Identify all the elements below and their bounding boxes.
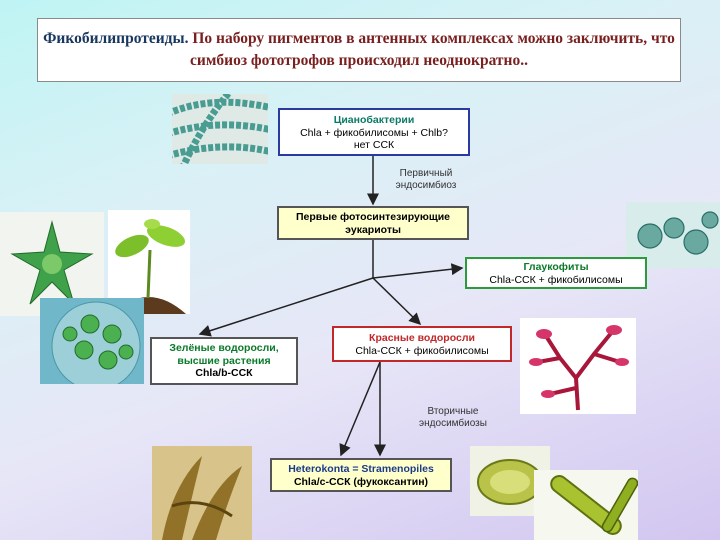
node-green-algae-pigments: Chla/b-ССК <box>152 367 296 380</box>
label-secondary-line1: Вторичные <box>408 406 498 418</box>
node-heterokonta-name: Heterokonta = Stramenopiles <box>272 463 450 476</box>
node-glaucophytes-pigments: Chla-ССК + фикобилисомы <box>467 274 645 287</box>
node-green-algae: Зелёные водоросли, высшие растения Chla/… <box>150 337 298 385</box>
node-heterokonta: Heterokonta = Stramenopiles Chla/c-ССК (… <box>270 458 452 492</box>
node-glaucophytes: Глаукофиты Chla-ССК + фикобилисомы <box>465 257 647 289</box>
label-primary-line1: Первичный <box>386 168 466 180</box>
node-red-algae: Красные водоросли Chla-ССК + фикобилисом… <box>332 326 512 362</box>
label-secondary-endosymbioses: Вторичные эндосимбиозы <box>408 406 498 430</box>
node-first-eukaryotes-line1: Первые фотосинтезирующие <box>279 211 467 224</box>
node-cyanobacteria-name: Цианобактерии <box>280 114 468 127</box>
node-heterokonta-pigments: Chla/c-ССК (фукоксантин) <box>272 476 450 489</box>
node-green-algae-line2: высшие растения <box>152 355 296 368</box>
arrow-red-to-hetero-1 <box>341 362 380 455</box>
label-primary-endosymbiosis: Первичный эндосимбиоз <box>386 168 466 192</box>
node-cyanobacteria: Цианобактерии Chla + фикобилисомы + Chlb… <box>278 108 470 156</box>
label-secondary-line2: эндосимбиозы <box>408 418 498 430</box>
label-primary-line2: эндосимбиоз <box>386 180 466 192</box>
node-red-algae-name: Красные водоросли <box>334 332 510 345</box>
arrow-hub-to-red <box>373 278 420 324</box>
node-red-algae-pigments: Chla-ССК + фикобилисомы <box>334 345 510 358</box>
node-glaucophytes-name: Глаукофиты <box>467 261 645 274</box>
node-cyanobacteria-pigments: Chla + фикобилисомы + Chlb? <box>280 127 468 140</box>
node-first-eukaryotes-line2: эукариоты <box>279 224 467 237</box>
node-cyanobacteria-note: нет ССК <box>280 139 468 152</box>
node-green-algae-name: Зелёные водоросли, <box>152 342 296 355</box>
node-first-eukaryotes: Первые фотосинтезирующие эукариоты <box>277 206 469 240</box>
arrow-hub-to-glauco <box>373 268 462 278</box>
